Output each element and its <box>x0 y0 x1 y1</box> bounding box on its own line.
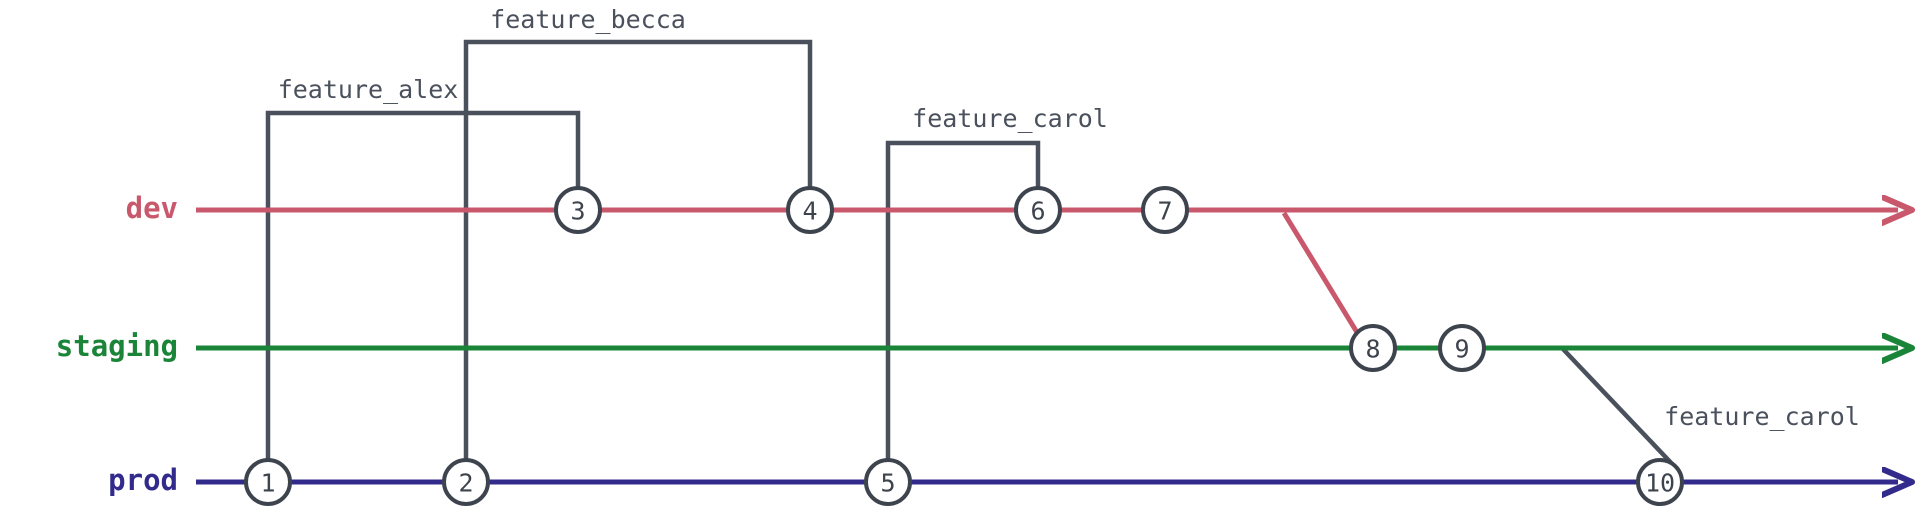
commit-node-9[interactable]: 9 <box>1438 324 1486 372</box>
branch-label-layer: dev staging prod <box>56 191 178 497</box>
feature-branch-path-carol-prod <box>1560 346 1678 470</box>
branch-line-layer <box>196 210 1898 482</box>
commit-circle-4 <box>786 186 834 234</box>
branch-label-dev: dev <box>126 191 178 225</box>
commit-node-5[interactable]: 5 <box>864 458 912 506</box>
commit-label-3: 3 <box>570 197 585 226</box>
feature-label-alex: feature_alex <box>278 75 459 104</box>
commit-label-10: 10 <box>1645 469 1675 498</box>
commit-label-2: 2 <box>458 469 473 498</box>
commit-node-layer: 1 2 3 4 5 6 <box>244 186 1684 506</box>
commit-label-1: 1 <box>260 469 275 498</box>
feature-label-becca: feature_becca <box>490 5 686 34</box>
commit-node-1[interactable]: 1 <box>244 458 292 506</box>
commit-node-10[interactable]: 10 <box>1636 458 1684 506</box>
commit-circle-10 <box>1636 458 1684 506</box>
commit-circle-5 <box>864 458 912 506</box>
commit-node-7[interactable]: 7 <box>1141 186 1189 234</box>
branch-label-staging: staging <box>56 329 178 363</box>
commit-circle-2 <box>442 458 490 506</box>
feature-label-carol-prod: feature_carol <box>1664 402 1860 431</box>
commit-label-6: 6 <box>1030 197 1045 226</box>
feature-branch-path-carol-dev <box>885 140 1041 482</box>
commit-node-4[interactable]: 4 <box>786 186 834 234</box>
commit-node-3[interactable]: 3 <box>554 186 602 234</box>
commit-label-7: 7 <box>1157 197 1172 226</box>
branch-label-prod: prod <box>108 463 178 497</box>
commit-circle-6 <box>1014 186 1062 234</box>
commit-circle-8 <box>1349 324 1397 372</box>
commit-circle-3 <box>554 186 602 234</box>
feature-label-carol-dev: feature_carol <box>912 104 1108 133</box>
commit-node-6[interactable]: 6 <box>1014 186 1062 234</box>
feature-branch-layer <box>265 39 1678 482</box>
feature-branch-path-alex <box>265 110 581 482</box>
commit-label-8: 8 <box>1365 335 1380 364</box>
commit-circle-7 <box>1141 186 1189 234</box>
commit-node-2[interactable]: 2 <box>442 458 490 506</box>
commit-circle-1 <box>244 458 292 506</box>
commit-label-9: 9 <box>1454 335 1469 364</box>
merge-line-dev-to-staging <box>1281 211 1361 336</box>
commit-label-5: 5 <box>880 469 895 498</box>
commit-node-8[interactable]: 8 <box>1349 324 1397 372</box>
merge-layer <box>1281 211 1361 336</box>
feature-branch-path-becca <box>463 39 813 482</box>
feature-label-layer: feature_alex feature_becca feature_carol… <box>278 5 1860 431</box>
commit-circle-9 <box>1438 324 1486 372</box>
commit-label-4: 4 <box>802 197 817 226</box>
